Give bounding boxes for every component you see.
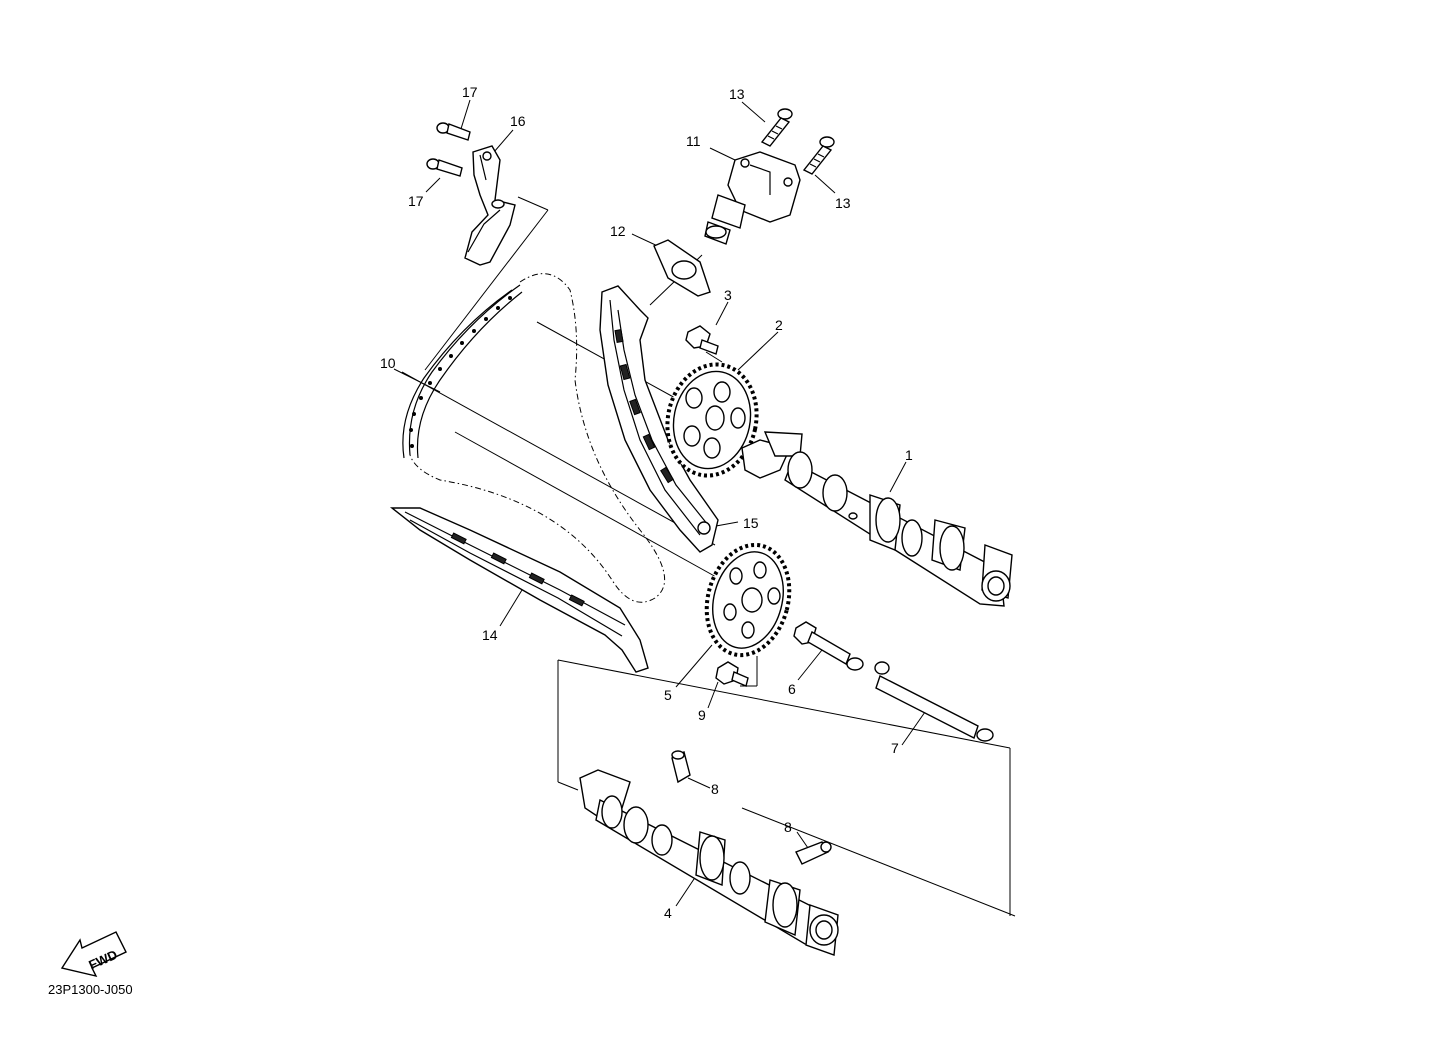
callout-labels: 1 2 3 4 5 6 7 8 8 9 10 11 12 13 13 14 15… [380,84,913,921]
callout-1: 1 [905,447,913,463]
callout-14: 14 [482,627,498,643]
callout-13a: 13 [729,86,745,102]
callout-2: 2 [775,317,783,333]
diagram-code: 23P1300-J050 [48,982,133,997]
callout-17a: 17 [462,84,478,100]
shaft-bolt-6 [793,621,864,671]
dowel-pin-lower [795,841,832,865]
callout-9: 9 [698,707,706,723]
fwd-arrow-icon: FWD [60,931,127,978]
dowel-pin-upper [671,750,691,784]
callout-4: 4 [664,905,672,921]
bolt-13-lower [802,136,835,175]
callout-12: 12 [610,223,626,239]
chain-guide-bracket [464,145,516,266]
bolt-17-upper [436,122,471,141]
callout-10: 10 [380,355,396,371]
callout-15: 15 [743,515,759,531]
sprocket-bolt-9 [715,661,749,687]
callout-11: 11 [686,133,701,149]
callout-13b: 13 [835,195,851,211]
callout-17b: 17 [408,193,424,209]
callout-3: 3 [724,287,732,303]
callout-8b: 8 [784,819,792,835]
intake-camshaft [579,769,839,956]
callout-8a: 8 [711,781,719,797]
shaft-7 [874,661,994,742]
chain-guide-intake [389,507,649,673]
exhaust-camshaft [741,431,1013,607]
chain-guide-exhaust [599,285,719,553]
tensioner-gasket [653,239,711,297]
camshaft-sprocket-upper [665,362,759,478]
camshaft-sprocket-lower [704,542,792,658]
chain-tensioner [704,151,801,245]
reference-lines [393,99,1016,917]
callout-5: 5 [664,687,672,703]
bolt-17-lower [426,158,463,177]
sprocket-bolt-3 [685,325,719,355]
callout-7: 7 [891,740,899,756]
timing-chain [402,273,666,603]
callout-6: 6 [788,681,796,697]
bolt-13-upper [760,108,793,147]
callout-16: 16 [510,113,526,129]
